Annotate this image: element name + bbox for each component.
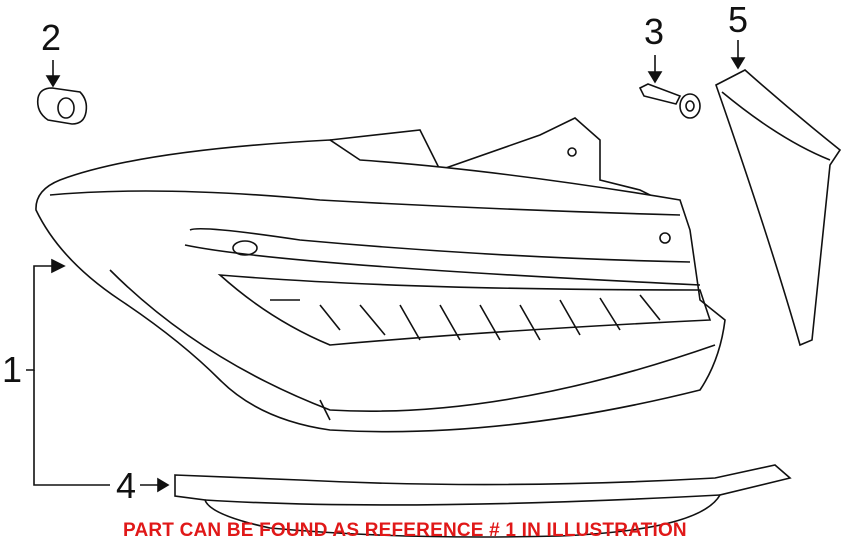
trim-panel-part-5	[715, 40, 842, 347]
leader-1	[26, 258, 110, 486]
screw-part-3	[638, 55, 701, 119]
callout-4: 4	[116, 465, 137, 506]
callout-1: 1	[2, 349, 23, 390]
reference-note: PART CAN BE FOUND AS REFERENCE # 1 IN IL…	[123, 520, 687, 541]
callout-5: 5	[728, 0, 749, 40]
callout-2: 2	[41, 17, 62, 58]
seal-strip-part-4	[140, 464, 792, 538]
grommet-part-2	[36, 60, 88, 125]
callout-3: 3	[644, 11, 665, 52]
tail-lamp-part-1	[35, 117, 726, 433]
